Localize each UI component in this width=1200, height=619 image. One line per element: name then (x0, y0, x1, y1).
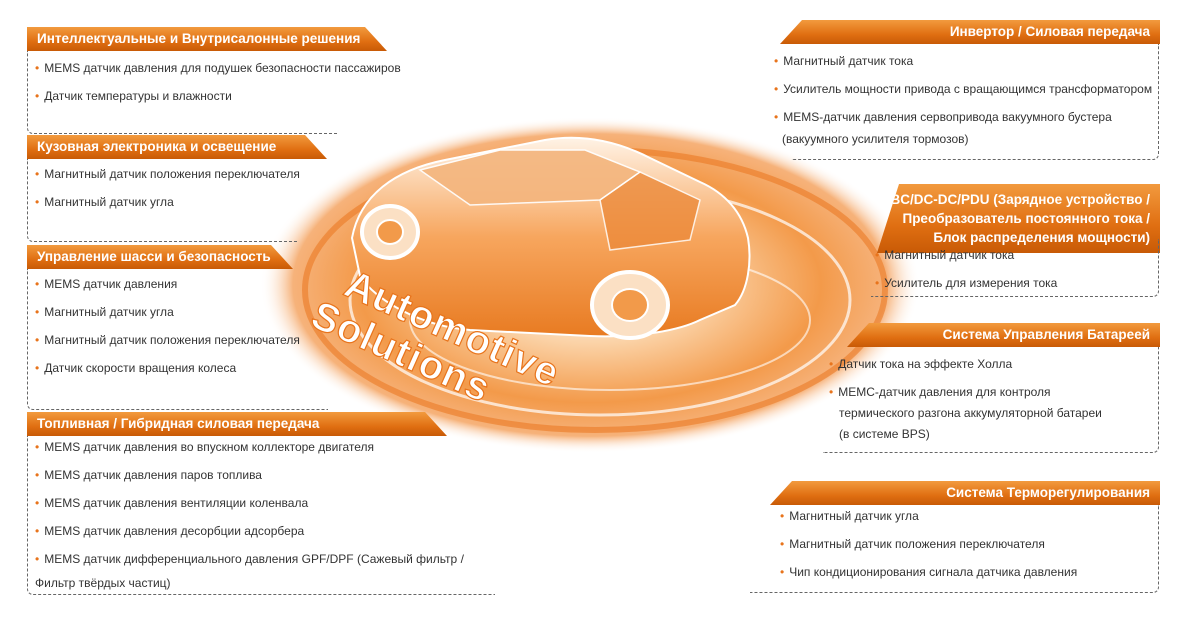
panel-thermal-list: •Магнитный датчик угла •Магнитный датчик… (780, 509, 1077, 593)
list-item: •Усилитель мощности привода с вращающимс… (774, 82, 1153, 96)
panel-bms: Система Управления Батареей •Датчик тока… (815, 323, 1160, 453)
panel-obc-border (871, 239, 1159, 297)
panel-thermal-border (750, 505, 1159, 593)
list-item: •MEMS датчик давления вентиляции коленва… (35, 496, 309, 510)
panel-intelligent-list: •MEMS датчик давления для подушек безопа… (35, 61, 401, 117)
panel-chassis-title: Управление шасси и безопасность (27, 245, 293, 269)
list-item: •МЕМС-датчик давления для контроля (829, 385, 1051, 399)
list-item: •Датчик скорости вращения колеса (35, 361, 237, 375)
list-item: •Магнитный датчик тока (875, 248, 1015, 262)
panel-thermal-title: Система Терморегулирования (770, 481, 1160, 505)
panel-fuel-list: •MEMS датчик давления во впускном коллек… (35, 440, 464, 598)
list-item: •MEMS датчик давления (35, 277, 178, 291)
list-item: (в системе BPS) (839, 427, 930, 441)
panel-inverter-title: Инвертор / Силовая передача (780, 20, 1160, 44)
panel-fuel-title: Топливная / Гибридная силовая передача (27, 412, 447, 436)
panel-inverter: Инвертор / Силовая передача •Магнитный д… (770, 20, 1160, 160)
panel-fuel: Топливная / Гибридная силовая передача •… (27, 412, 497, 597)
list-item: •Магнитный датчик угла (35, 195, 174, 209)
panel-chassis: Управление шасси и безопасность •MEMS да… (27, 245, 328, 410)
list-item: •MEMS-датчик давления сервопривода вакуу… (774, 110, 1112, 124)
panel-obc-title-line3: Блок распределения мощности) (933, 230, 1150, 245)
list-item: •Магнитный датчик угла (780, 509, 919, 523)
panel-body: Кузовная электроника и освещение •Магнит… (27, 135, 327, 242)
list-item: •Магнитный датчик тока (774, 54, 914, 68)
list-item: •Усилитель для измерения тока (875, 276, 1058, 290)
panel-inverter-border (792, 44, 1159, 160)
list-item: •Датчик температуры и влажности (35, 89, 232, 103)
car-silhouette (350, 136, 751, 340)
panel-obc-title: OBC/DC-DC/PDU (Зарядное устройство / Пре… (877, 184, 1160, 253)
list-item: •MEMS датчик давления паров топлива (35, 468, 262, 482)
panel-inverter-list: •Магнитный датчик тока •Усилитель мощнос… (774, 54, 1152, 154)
list-item: •Магнитный датчик угла (35, 305, 174, 319)
list-item: •Чип кондиционирования сигнала датчика д… (780, 565, 1078, 579)
list-item: •Магнитный датчик положения переключател… (35, 333, 300, 347)
list-item: •Магнитный датчик положения переключател… (780, 537, 1045, 551)
list-item: •MEMS датчик давления десорбции адсорбер… (35, 524, 305, 538)
panel-intelligent-border (27, 51, 338, 134)
list-item: •Датчик тока на эффекте Холла (829, 357, 1013, 371)
list-item: термического разгона аккумуляторной бата… (839, 406, 1102, 420)
panel-intelligent: Интеллектуальные и Внутрисалонные решени… (27, 27, 401, 134)
list-item: (вакуумного усилителя тормозов) (782, 132, 969, 146)
panel-thermal: Система Терморегулирования •Магнитный да… (750, 481, 1160, 593)
panel-obc-list: •Магнитный датчик тока •Усилитель для из… (875, 248, 1057, 304)
list-item: Фильтр твёрдых частиц) (35, 576, 171, 590)
list-item: •Магнитный датчик положения переключател… (35, 167, 300, 181)
list-item: •MEMS датчик давления для подушек безопа… (35, 61, 401, 75)
panel-obc: OBC/DC-DC/PDU (Зарядное устройство / Пре… (855, 184, 1160, 299)
panel-intelligent-title: Интеллектуальные и Внутрисалонные решени… (27, 27, 387, 51)
list-item: •MEMS датчик давления во впускном коллек… (35, 440, 375, 454)
panel-fuel-border (27, 436, 495, 595)
panel-chassis-border (27, 269, 328, 410)
panel-bms-title: Система Управления Батареей (847, 323, 1160, 347)
panel-bms-border (823, 347, 1159, 453)
panel-body-border (27, 159, 298, 242)
panel-obc-title-line1: OBC/DC-DC/PDU (Зарядное устройство / (880, 192, 1150, 207)
panel-chassis-list: •MEMS датчик давления •Магнитный датчик … (35, 277, 300, 389)
panel-body-list: •Магнитный датчик положения переключател… (35, 167, 300, 223)
list-item: •MEMS датчик дифференциального давления … (35, 552, 464, 566)
panel-body-title: Кузовная электроника и освещение (27, 135, 327, 159)
panel-obc-title-line2: Преобразователь постоянного тока / (902, 211, 1150, 226)
panel-bms-list: •Датчик тока на эффекте Холла •МЕМС-датч… (829, 357, 1102, 448)
